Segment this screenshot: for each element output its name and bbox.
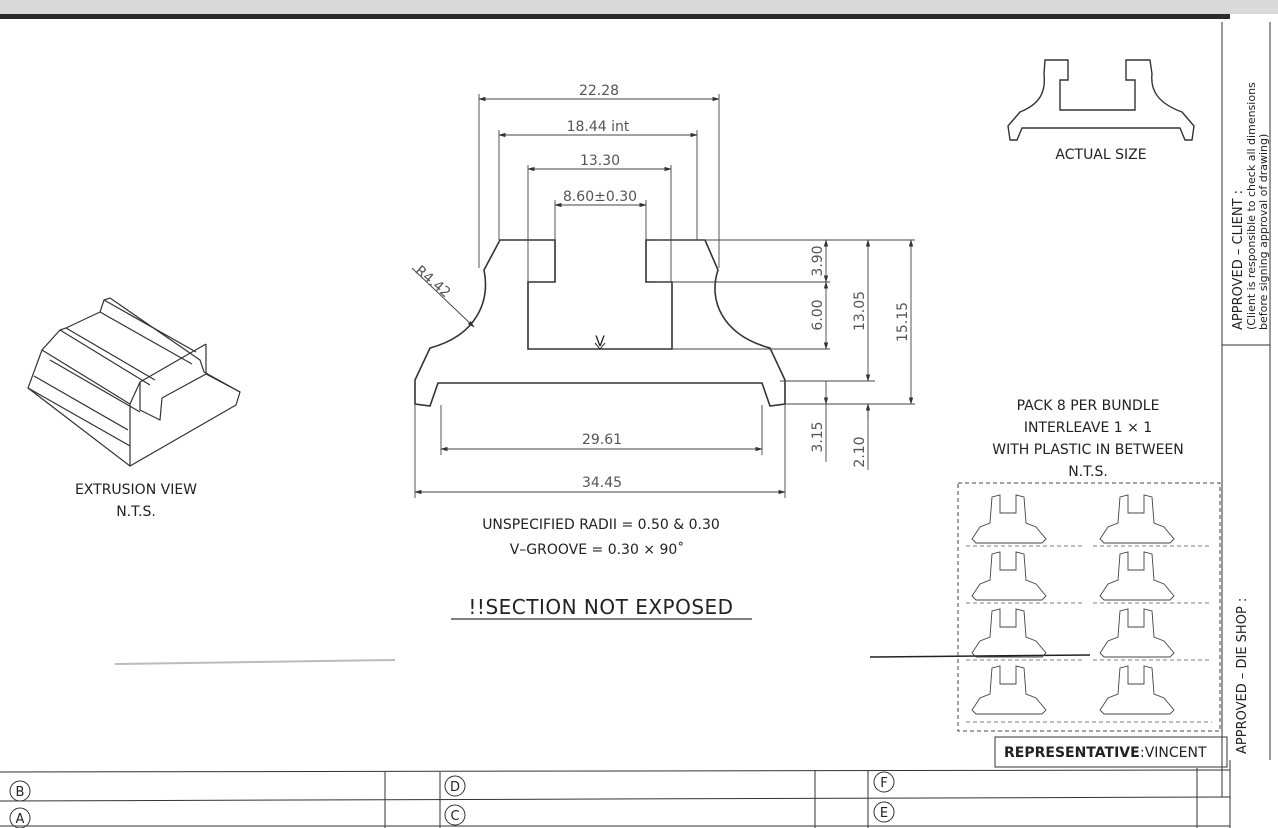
note-v-groove: V–GROOVE = 0.30 × 90˚ — [510, 541, 685, 558]
scan-line — [869, 654, 1091, 658]
dim-slot-opening: 8.60±0.30 — [563, 189, 637, 205]
note-section-not-exposed: !!SECTION NOT EXPOSED — [468, 595, 733, 619]
representative-name: :VINCENT — [1140, 745, 1207, 761]
dim-overall-top-width: 22.28 — [579, 83, 619, 99]
packing-line-3: WITH PLASTIC IN BETWEEN — [992, 442, 1184, 458]
profile-section-outline — [414, 239, 786, 407]
approved-client-note-1: (Client is responsible to check all dime… — [1245, 82, 1258, 330]
dim-base-lip: 2.10 — [852, 436, 868, 467]
dim-height-inner: 13.05 — [852, 291, 868, 331]
approved-die-shop-label: APPROVED – DIE SHOP : — [1235, 598, 1250, 754]
packing-line-1: PACK 8 PER BUNDLE — [1017, 398, 1160, 414]
v-groove-mark — [594, 342, 606, 350]
dim-lip-height: 3.90 — [810, 245, 826, 276]
title-block-marker-d: D — [450, 780, 460, 795]
approved-client-label: APPROVED – CLIENT : — [1231, 190, 1246, 330]
title-block-marker-b: B — [16, 785, 25, 800]
top-border-line — [0, 14, 1230, 19]
dim-radius: R4.42 — [412, 263, 454, 302]
representative-label: REPRESENTATIVE — [1004, 745, 1140, 761]
actual-size-label: ACTUAL SIZE — [1055, 147, 1146, 163]
v-groove-label: V — [595, 334, 605, 350]
dim-slot-width: 13.30 — [580, 153, 620, 169]
extrusion-view-drawing — [27, 297, 241, 467]
title-block-grid — [0, 760, 1231, 828]
scan-line — [114, 659, 396, 665]
actual-size-profile — [1007, 59, 1195, 141]
packing-line-2: INTERLEAVE 1 × 1 — [1024, 420, 1152, 436]
packing-line-4: N.T.S. — [1068, 464, 1108, 480]
title-block-markers — [9, 771, 895, 828]
note-unspecified-radii: UNSPECIFIED RADII = 0.50 & 0.30 — [482, 517, 720, 533]
dim-base-outer: 34.45 — [582, 475, 622, 491]
dim-slot-depth: 6.00 — [810, 299, 826, 330]
packing-bundle-diagram — [957, 482, 1221, 732]
dim-base-thickness: 3.15 — [810, 421, 826, 452]
dim-height-overall: 15.15 — [895, 302, 911, 342]
title-block-marker-f: F — [880, 776, 887, 791]
dim-base-inner: 29.61 — [582, 432, 622, 448]
representative-box — [994, 736, 1228, 768]
dimension-lines — [411, 96, 914, 495]
top-border — [0, 0, 1278, 14]
title-block-marker-a: A — [16, 812, 25, 827]
extrusion-view-title: EXTRUSION VIEW — [75, 482, 197, 498]
extrusion-view-scale: N.T.S. — [116, 504, 156, 520]
title-block-marker-c: C — [450, 809, 459, 824]
dimension-extension-lines — [414, 94, 915, 498]
approved-client-note-2: before signing approval of drawing) — [1257, 134, 1270, 330]
title-block-marker-e: E — [880, 806, 888, 821]
dim-internal-width: 18.44 int — [567, 119, 630, 135]
